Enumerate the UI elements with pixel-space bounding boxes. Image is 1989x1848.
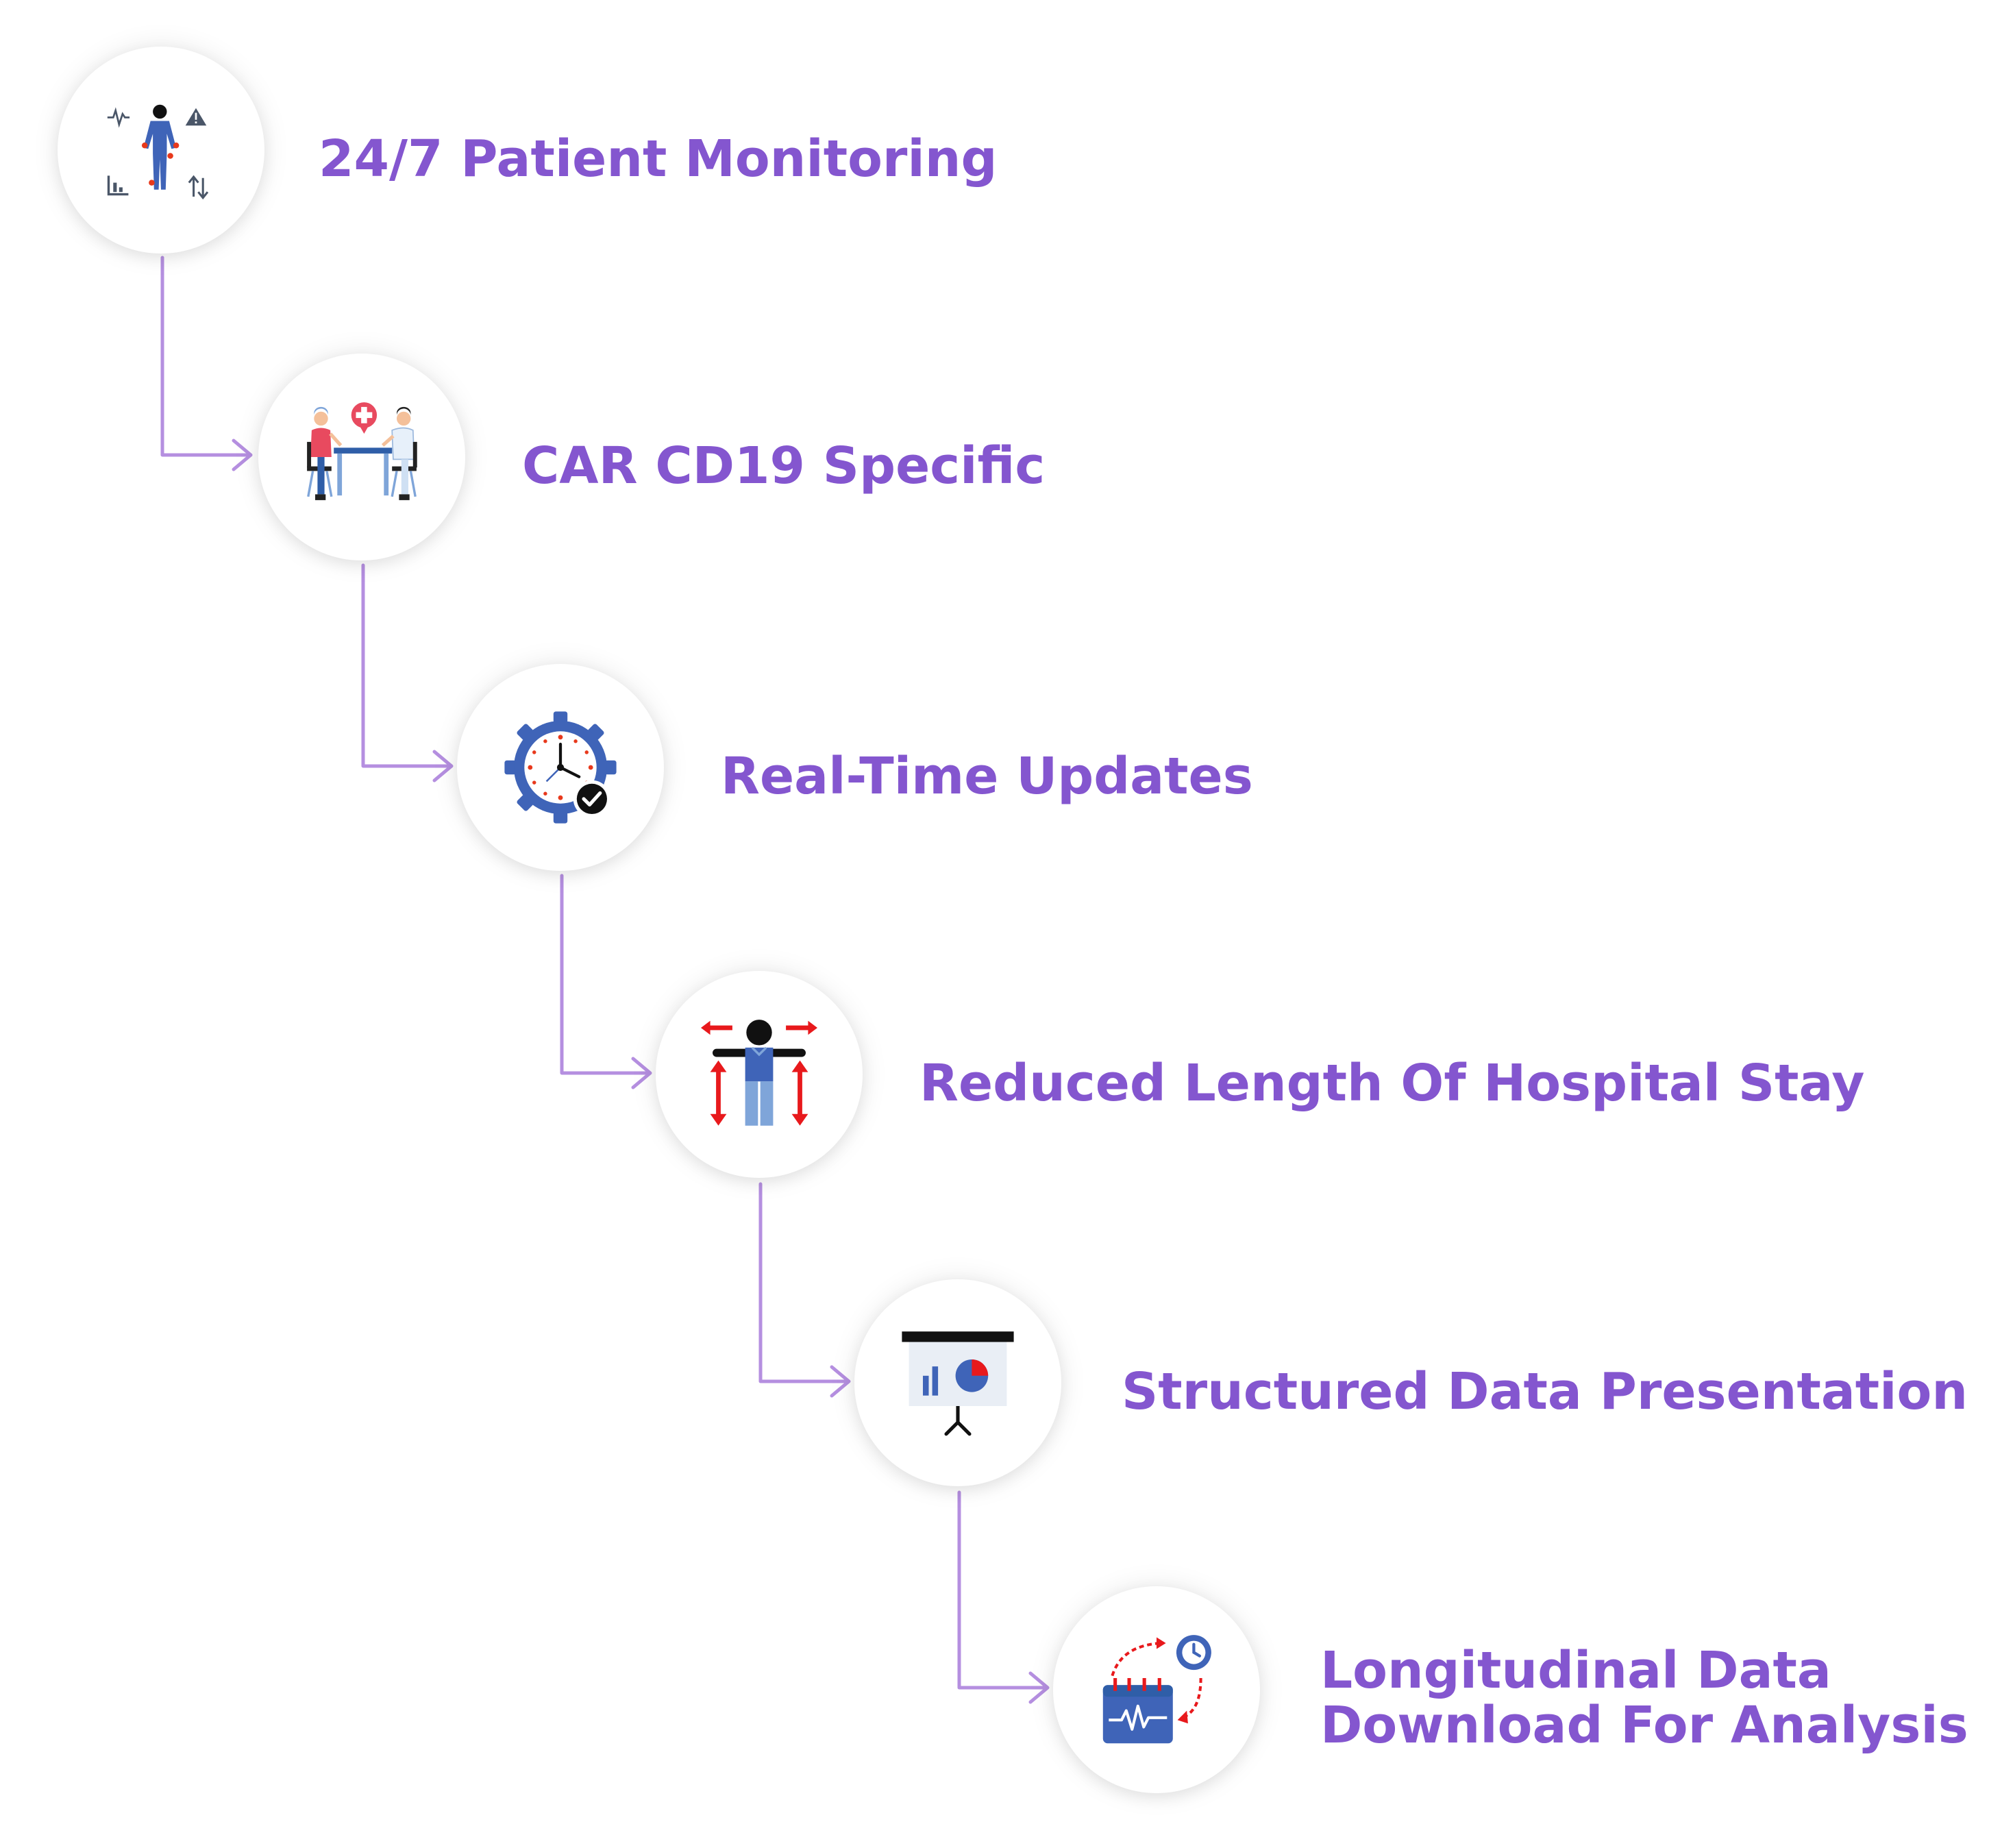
step-4-circle <box>656 971 863 1178</box>
connector-arrowhead <box>232 439 253 471</box>
connector-2-3 <box>361 563 451 768</box>
step-6-label-line-2: Download For Analysis <box>1320 1696 1968 1755</box>
connector-arrowhead <box>830 1365 851 1398</box>
step-1-label-line: 24/7 Patient Monitoring <box>319 130 998 188</box>
calendar-sync-clock-icon <box>1102 1635 1211 1744</box>
step-5-label-line: Structured Data Presentation <box>1122 1362 1968 1421</box>
step-6-label-line-1: Longitudinal Data <box>1320 1641 1831 1700</box>
doctor-consultation-icon <box>307 402 417 500</box>
step-6-label: Longitudinal Data Download For Analysis <box>1320 1643 1968 1753</box>
connector-5-6 <box>957 1490 1047 1690</box>
step-5-label: Structured Data Presentation <box>1122 1364 1968 1419</box>
step-1-circle <box>58 47 264 254</box>
patient-monitoring-icon <box>107 104 209 200</box>
step-4-label: Reduced Length Of Hospital Stay <box>919 1056 1864 1111</box>
step-1-label: 24/7 Patient Monitoring <box>319 132 997 186</box>
step-5-circle <box>854 1279 1061 1486</box>
step-3-label-line: Real-Time Updates <box>721 747 1253 806</box>
person-stretch-arrows-icon <box>701 1020 817 1126</box>
step-2-circle <box>258 354 465 560</box>
connector-arrowhead <box>631 1057 652 1089</box>
connector-arrowhead <box>1028 1671 1050 1704</box>
step-4-label-line: Reduced Length Of Hospital Stay <box>919 1054 1865 1113</box>
step-2-label-line: CAR CD19 Specific <box>522 436 1046 495</box>
step-3-label: Real-Time Updates <box>721 749 1253 804</box>
step-2-label: CAR CD19 Specific <box>522 439 1045 493</box>
connector-3-4 <box>560 874 650 1075</box>
presentation-board-chart-icon <box>902 1331 1014 1436</box>
connector-4-5 <box>758 1182 848 1383</box>
clock-gear-check-icon <box>504 711 617 824</box>
step-6-circle <box>1053 1586 1260 1793</box>
connector-1-2 <box>160 256 250 457</box>
step-3-circle <box>457 664 664 871</box>
connector-arrowhead <box>432 750 454 783</box>
